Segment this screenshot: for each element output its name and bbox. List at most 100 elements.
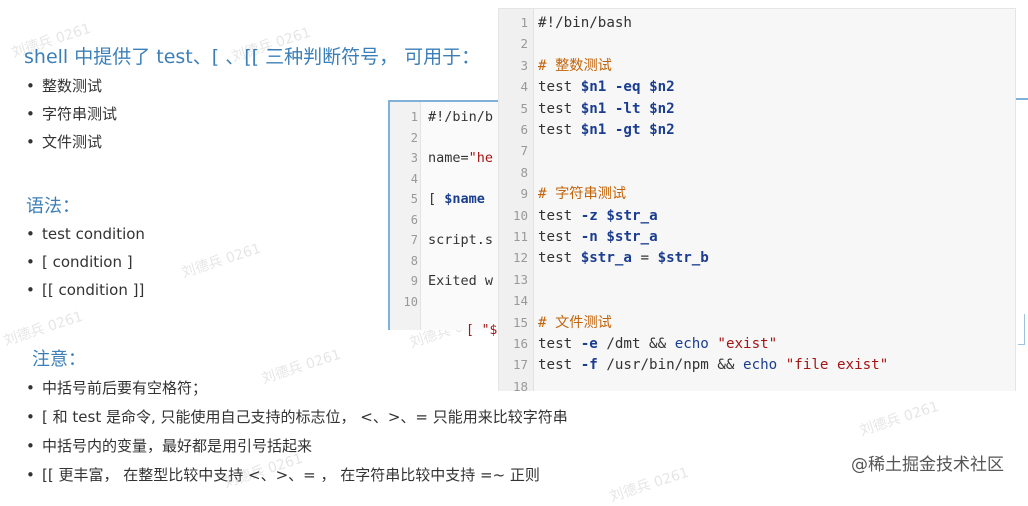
code-line: 15 # 文件测试: [499, 312, 612, 333]
code-line: 14: [499, 290, 538, 311]
line-number: 10: [512, 207, 528, 223]
code-line: 8: [390, 251, 428, 271]
divider: [1018, 314, 1025, 345]
code-line: 3 # 整数测试: [499, 55, 612, 76]
foreground-code-block: 1 #!/bin/bash 2 3 # 整数测试 4 test $n1 -eq $n2 5 te…: [498, 8, 1016, 391]
code-text: # 文件测试: [538, 314, 612, 331]
notes-item: [ 和 test 是命令, 只能使用自己支持的标志位， <、>、= 只能用来比较…: [26, 403, 568, 432]
code-text: # 整数测试: [538, 57, 612, 74]
line-number: 2: [520, 36, 528, 52]
line-number: 4: [520, 79, 528, 95]
code-line: 17 test -f /usr/bin/npm && echo "file exi…: [499, 354, 888, 375]
code-line: 2: [390, 128, 428, 148]
code-line: 5 [ $name: [390, 189, 485, 209]
code-text: test $n1 -eq $n2: [538, 79, 675, 96]
code-line: 9 # 字符串测试: [499, 183, 626, 204]
code-text: Exited w: [428, 273, 494, 289]
code-text: # 字符串测试: [538, 186, 627, 203]
code-text: test $n1 -gt $n2: [538, 122, 675, 138]
line-number: 9: [410, 274, 418, 288]
syntax-item: test condition: [26, 220, 145, 248]
syntax-item: [ condition ]: [26, 248, 145, 276]
line-number-gutter: [499, 9, 534, 391]
code-line: 5 test $n1 -lt $n2: [499, 98, 675, 119]
line-number: 3: [520, 57, 528, 73]
code-line: 13: [499, 269, 538, 290]
code-text: test -z $str_a: [538, 207, 658, 224]
site-credit: @稀土掘金技术社区: [851, 455, 1004, 475]
code-text: #!/bin/b: [428, 109, 494, 125]
line-number: 15: [512, 314, 528, 330]
notes-item: [[ 更丰富， 在整型比较中支持 <、>、= ， 在字符串比较中支持 =~ 正则: [26, 461, 568, 490]
syntax-title: 语法：: [26, 196, 80, 217]
divider: [1014, 98, 1028, 100]
line-number: 17: [512, 357, 528, 373]
code-text: test $str_a = $str_b: [538, 250, 709, 267]
line-number: 8: [520, 164, 528, 180]
notes-list: 中括号前后要有空格符； [ 和 test 是命令, 只能使用自己支持的标志位， …: [26, 374, 568, 490]
line-number: 16: [512, 336, 528, 351]
line-number: 6: [410, 212, 418, 227]
code-line: 16 test -e /dmt && echo "exist": [499, 333, 777, 354]
code-line: 10 test -z $str_a: [499, 205, 658, 226]
line-number: 11: [512, 229, 528, 244]
watermark-text: 刘德兵 0261: [607, 464, 691, 506]
syntax-list: test condition [ condition ] [[ conditio…: [26, 220, 145, 304]
watermark-text: 刘德兵 0261: [179, 240, 263, 282]
watermark-text: 刘德兵 0261: [857, 398, 941, 440]
notes-item: 中括号前后要有空格符；: [26, 374, 568, 403]
stray-code-fragment: [ "$n: [466, 323, 506, 338]
code-text: #!/bin/bash: [538, 15, 632, 31]
code-line: 6: [390, 210, 428, 230]
code-text: script.s: [428, 232, 494, 248]
code-text: name="he: [428, 150, 494, 166]
uses-list: 整数测试 字符串测试 文件测试: [26, 72, 117, 156]
line-number: 3: [410, 151, 418, 165]
line-number: 7: [520, 143, 528, 159]
uses-item: 文件测试: [26, 128, 117, 156]
code-line: 11 test -n $str_a: [499, 226, 658, 247]
code-line: 9 Exited w: [390, 271, 493, 291]
syntax-item: [[ condition ]]: [26, 276, 145, 304]
code-text: test -f /usr/bin/npm && echo "file exist…: [538, 357, 889, 374]
uses-item: 字符串测试: [26, 100, 117, 128]
code-line: 2: [499, 33, 538, 54]
code-line: 4 test $n1 -eq $n2: [499, 76, 675, 97]
line-number: 2: [410, 130, 418, 145]
line-number: 7: [410, 233, 418, 247]
line-number: 18: [512, 378, 528, 391]
code-text: [ $name: [428, 191, 485, 207]
code-line: 8: [499, 162, 538, 183]
watermark-text: 刘德兵 0261: [1, 308, 85, 350]
code-text: test -e /dmt && echo "exist": [538, 336, 778, 352]
line-number: 8: [410, 253, 418, 268]
code-line: 10: [390, 292, 428, 312]
notes-item: 中括号内的变量，最好都是用引号括起来: [26, 432, 568, 461]
line-number: 13: [512, 271, 528, 287]
line-number-gutter: [390, 102, 421, 330]
code-line: 1 #!/bin/b: [390, 107, 493, 127]
code-line: 4: [390, 169, 428, 189]
line-number: 9: [520, 186, 528, 202]
code-line: 18: [499, 376, 538, 391]
code-text: test -n $str_a: [538, 229, 658, 245]
line-number: 14: [512, 293, 528, 309]
uses-item: 整数测试: [26, 72, 117, 100]
line-number: 10: [403, 294, 418, 309]
code-line: 3 name="he: [390, 148, 493, 168]
line-number: 1: [410, 110, 418, 124]
line-number: 4: [410, 171, 418, 186]
line-number: 12: [512, 250, 528, 266]
code-line: 7: [499, 140, 538, 161]
line-number: 5: [520, 100, 528, 116]
line-number: 5: [410, 192, 418, 206]
code-line: 7 script.s: [390, 230, 493, 250]
code-line: 6 test $n1 -gt $n2: [499, 119, 675, 140]
code-text: test $n1 -lt $n2: [538, 100, 675, 117]
line-number: 6: [520, 122, 528, 137]
page-heading: shell 中提供了 test、[ 、[[ 三种判断符号， 可用于：: [24, 46, 481, 68]
code-line: 1 #!/bin/bash: [499, 12, 632, 33]
code-line: 12 test $str_a = $str_b: [499, 247, 709, 268]
line-number: 1: [520, 15, 528, 30]
notes-title: 注意：: [32, 349, 86, 370]
